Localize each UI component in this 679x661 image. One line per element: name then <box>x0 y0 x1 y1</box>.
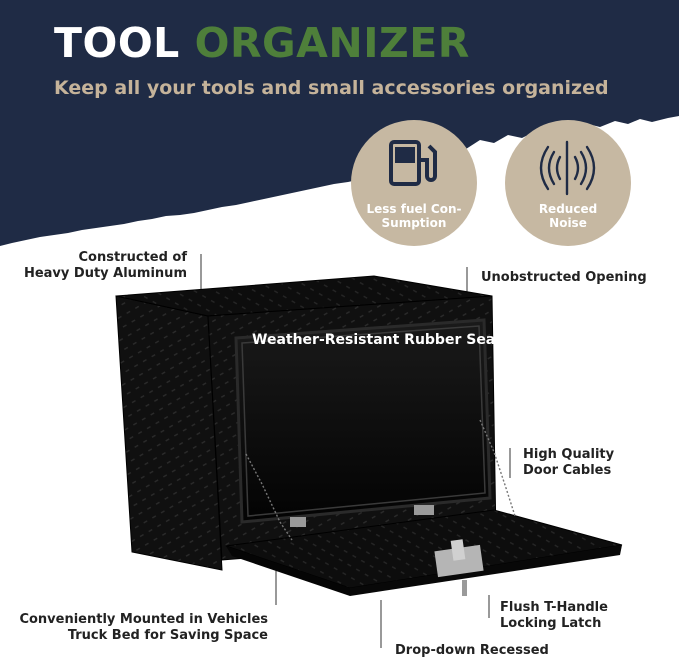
callout-cables-line2: Door Cables <box>523 463 612 478</box>
callout-latch: Flush T-Handle Locking Latch <box>500 600 608 632</box>
badge-noise-line1: Reduced <box>538 202 598 216</box>
callout-constructed: Constructed of Heavy Duty Aluminum <box>18 250 187 282</box>
badge-noise-label: Reduced Noise <box>505 202 631 230</box>
latch-handle <box>450 539 466 561</box>
title-part-organizer: ORGANIZER <box>194 19 470 67</box>
hinge-right <box>414 505 434 515</box>
callout-cables-line1: High Quality <box>523 447 615 462</box>
page-subtitle: Keep all your tools and small accessorie… <box>54 77 609 99</box>
latch-shaft <box>462 580 467 596</box>
title-part-tool: TOOL <box>54 19 180 67</box>
callout-recessed: Drop-down Recessed <box>395 643 549 659</box>
rubber-seal <box>241 325 486 517</box>
callout-latch-line1: Flush T-Handle <box>500 600 608 615</box>
callout-mounted-line2: Truck Bed for Saving Space <box>67 628 268 643</box>
callout-constructed-line1: Constructed of <box>78 250 187 265</box>
toolbox-opening <box>234 318 492 524</box>
door-cable-right <box>479 419 516 517</box>
badge-noise-line2: Noise <box>549 216 587 230</box>
badge-noise: Reduced Noise <box>505 120 631 246</box>
badge-fuel-line2: Sumption <box>381 216 447 230</box>
callout-cables: High Quality Door Cables <box>523 447 614 479</box>
hinge-left <box>290 517 306 527</box>
callout-latch-line2: Locking Latch <box>500 616 602 631</box>
callout-unobstructed-text: Unobstructed Opening <box>481 270 647 285</box>
badge-fuel-line1: Less fuel Con- <box>366 202 462 216</box>
latch-plate <box>434 544 484 578</box>
callout-unobstructed: Unobstructed Opening <box>481 270 647 286</box>
page-title: TOOL ORGANIZER <box>54 18 470 68</box>
toolbox-side-panel <box>115 295 223 571</box>
badge-fuel-label: Less fuel Con- Sumption <box>351 202 477 230</box>
header-banner <box>0 0 679 246</box>
callout-constructed-line2: Heavy Duty Aluminum <box>23 266 187 281</box>
callout-recessed-text: Drop-down Recessed <box>395 643 549 658</box>
toolbox-door-edge-front <box>350 545 622 596</box>
badge-fuel: Less fuel Con- Sumption <box>351 120 477 246</box>
door-cable-left <box>245 453 293 541</box>
toolbox-door-edge <box>226 546 350 596</box>
callout-seal: Weather-Resistant Rubber Seal <box>252 332 501 348</box>
callout-mounted: Conveniently Mounted in Vehicles Truck B… <box>10 612 268 644</box>
callout-mounted-line1: Conveniently Mounted in Vehicles <box>19 612 268 627</box>
